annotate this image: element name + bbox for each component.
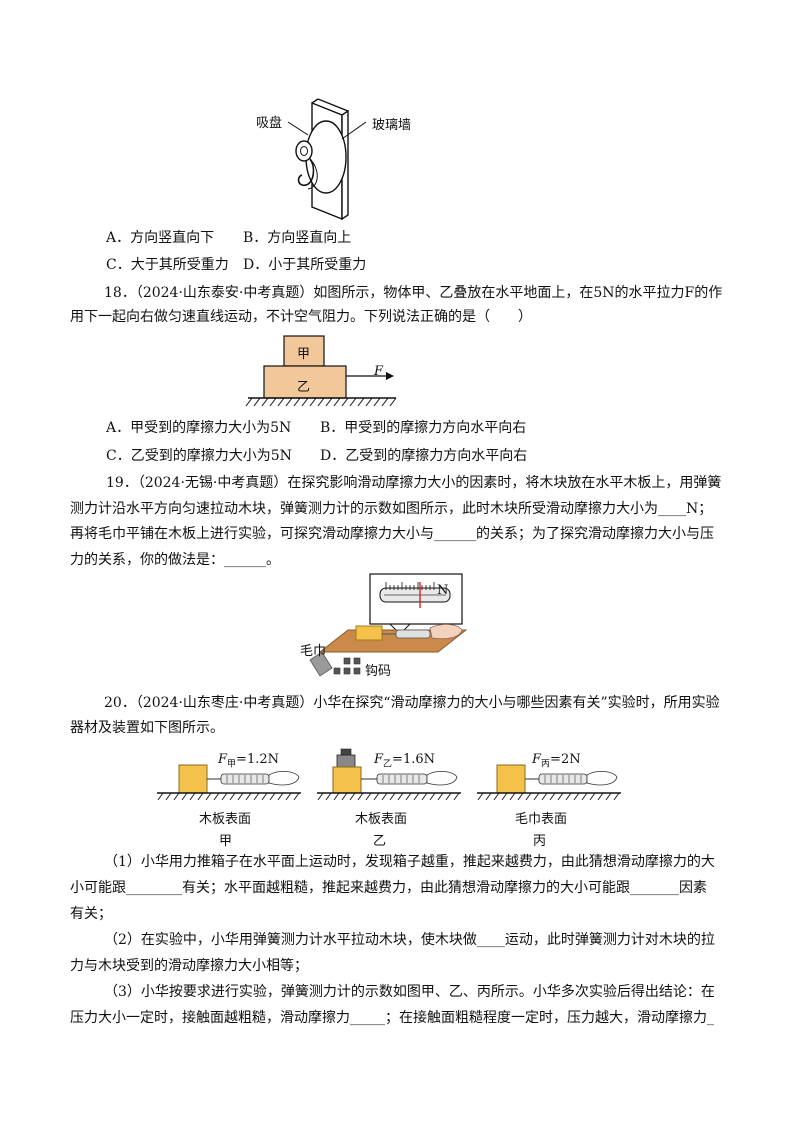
q18-option-d: D．乙受到的摩擦力方向水平向右	[320, 448, 528, 464]
glass-wall-label: 玻璃墙	[372, 118, 412, 133]
q18-stem-line2: 用下一起向右做匀速直线运动，不计空气阻力。下列说法正确的是（ ）	[70, 309, 532, 325]
spring-scale-figure	[309, 573, 468, 677]
weights-label: 钩码	[365, 664, 392, 679]
q20-part1-line3: 有关；	[70, 906, 112, 922]
q19-line2: 测力计沿水平方向匀速拉动木块，弹簧测力计的示数如图所示，此时木块所受滑动摩擦力大…	[70, 501, 713, 517]
setup-yi-figure	[317, 748, 461, 801]
q20-stem-line1: 20．（2024·山东枣庄·中考真题）小华在探究“滑动摩擦力的大小与哪些因素有关…	[104, 695, 720, 711]
suction-cup-label: 吸盘	[256, 116, 283, 131]
q20-part3-line2: 压力大小一定时，接触面越粗糙，滑动摩擦力_____；在接触面粗糙程度一定时，压力…	[70, 1010, 714, 1026]
q18-option-a: A．甲受到的摩擦力大小为5N	[106, 420, 292, 436]
q20-part1-line1: （1）小华用力推箱子在水平面上运动时，发现箱子越重，推起来越费力，由此猜想滑动摩…	[104, 854, 715, 870]
setup-jia-force: F甲=1.2N	[218, 752, 279, 770]
q19-line4: 力的关系，你的做法是：______。	[70, 552, 280, 568]
setup-bing-figure	[477, 764, 621, 801]
scale-unit-label: N	[437, 583, 449, 598]
q19-line3: 再将毛巾平铺在木板上进行实验，可探究滑动摩擦力大小与______的关系；为了探究…	[70, 526, 714, 542]
q18-option-b: B．甲受到的摩擦力方向水平向右	[320, 420, 527, 436]
block-upper-label: 甲	[297, 347, 311, 362]
q20-part1-line2: 小可能跟________有关；水平面越粗糙，推起来越费力，由此猜想滑动摩擦力的大…	[70, 880, 707, 896]
setup-jia-surface: 木板表面	[199, 812, 252, 827]
force-label: F	[374, 364, 384, 379]
q17-option-c: C．大于其所受重力	[106, 257, 229, 273]
setup-yi-surface: 木板表面	[355, 812, 408, 827]
q17-option-d: D．小于其所受重力	[243, 257, 367, 273]
q20-part3-line1: （3）小华按要求进行实验，弹簧测力计的示数如图甲、乙、丙所示。小华多次实验后得出…	[104, 984, 715, 1000]
suction-cup-figure	[287, 98, 367, 221]
setup-bing-name: 丙	[533, 834, 547, 849]
setup-jia-name: 甲	[219, 834, 233, 849]
q20-part2-line1: （2）在实验中，小华用弹簧测力计水平拉动木块，使木块做____运动，此时弹簧测力…	[104, 932, 715, 948]
q20-part2-line2: 力与木块受到的滑动摩擦力大小相等；	[70, 958, 308, 974]
q20-stem-line2: 器材及装置如下图所示。	[70, 720, 224, 736]
setup-yi-name: 乙	[373, 834, 387, 849]
setup-bing-surface: 毛巾表面	[515, 812, 568, 827]
setup-jia-figure	[157, 764, 301, 801]
q17-option-a: A．方向竖直向下	[106, 230, 215, 246]
setup-yi-force: F乙=1.6N	[374, 752, 435, 770]
setup-bing-force: F丙=2N	[532, 752, 581, 770]
q18-option-c: C．乙受到的摩擦力大小为5N	[106, 448, 292, 464]
q19-line1: 19．（2024·无锡·中考真题）在探究影响滑动摩擦力大小的因素时，将木块放在水…	[106, 475, 722, 491]
block-lower-label: 乙	[297, 380, 311, 395]
q18-stem-line1: 18．（2024·山东泰安·中考真题）如图所示，物体甲、乙叠放在水平地面上，在5…	[104, 285, 723, 301]
q17-option-b: B．方向竖直向上	[243, 230, 352, 246]
stacked-blocks-figure	[245, 335, 397, 407]
towel-label: 毛巾	[300, 644, 327, 659]
